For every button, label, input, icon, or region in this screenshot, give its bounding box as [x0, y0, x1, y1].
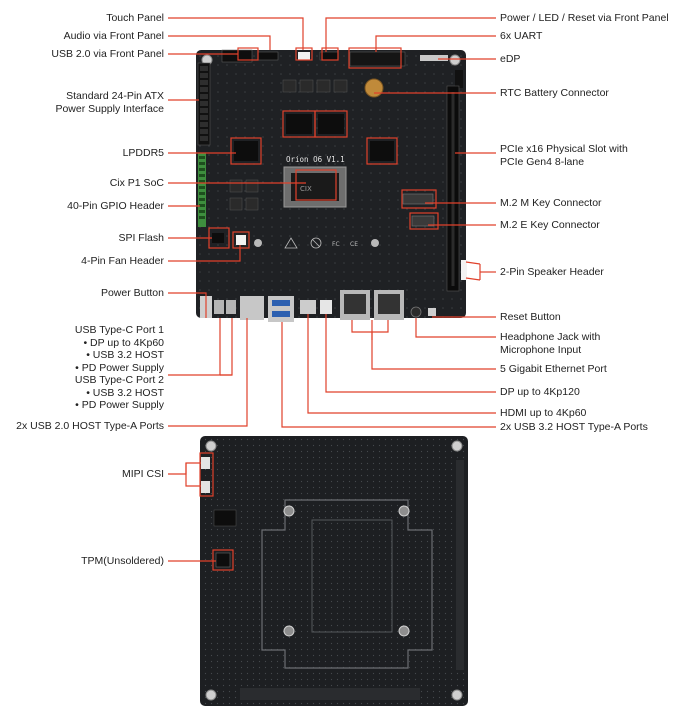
lpddr5-chip	[286, 114, 312, 134]
label-uart: 6x UART	[500, 30, 543, 42]
reset-button-icon	[428, 308, 436, 316]
mounting-hole-icon	[449, 54, 461, 66]
bottom-board	[200, 436, 468, 706]
mounting-hole-icon	[371, 239, 379, 247]
power-button-icon	[200, 296, 212, 318]
label-usb2-front-panel: USB 2.0 via Front Panel	[51, 48, 164, 60]
usbc-port	[214, 300, 224, 314]
board-silkscreen-title: Orion O6 V1.1	[286, 155, 345, 164]
label-mipi-csi: MIPI CSI	[121, 468, 164, 480]
dp-port	[320, 300, 332, 314]
label-usb2-host: 2x USB 2.0 HOST Type-A Ports	[16, 420, 164, 432]
headphone-jack-icon	[410, 306, 422, 318]
label-speaker-header: 2-Pin Speaker Header	[500, 266, 604, 278]
top-board: Orion O6 V1.1 CIX FC CE	[196, 49, 467, 322]
mounting-hole-icon	[205, 689, 217, 701]
label-usb32-host: 2x USB 3.2 HOST Type-A Ports	[500, 421, 648, 433]
fc-icon: FC	[332, 241, 340, 248]
usb2-port-stack	[240, 296, 264, 320]
label-gpio-header: 40-Pin GPIO Header	[67, 200, 164, 212]
rtc-battery-icon	[364, 78, 384, 98]
warning-icon	[284, 237, 298, 249]
edp-connector	[420, 55, 448, 61]
label-power-led-reset: Power / LED / Reset via Front Panel	[500, 12, 669, 24]
label-m2-e-key: M.2 E Key Connector	[500, 219, 600, 231]
label-hdmi: HDMI up to 4Kp60	[500, 407, 587, 419]
label-reset-button: Reset Button	[500, 311, 561, 323]
heatsink-screw-icon	[398, 625, 410, 637]
mounting-hole-icon	[451, 689, 463, 701]
label-cix-soc: Cix P1 SoC	[109, 177, 164, 189]
fan-header-connector	[236, 235, 246, 245]
label-touch-panel: Touch Panel	[106, 12, 164, 24]
spi-flash-chip	[212, 233, 224, 243]
mounting-hole-icon	[254, 239, 262, 247]
label-ethernet: 5 Gigabit Ethernet Port	[500, 363, 607, 375]
heatsink-screw-icon	[283, 625, 295, 637]
label-edp: eDP	[500, 53, 521, 65]
label-lpddr5: LPDDR5	[122, 147, 164, 159]
label-power-button: Power Button	[100, 287, 164, 299]
speaker-header-connector	[461, 260, 467, 280]
uart-headers	[349, 51, 406, 67]
mipi-csi-connector	[201, 481, 210, 493]
svg-text:CIX: CIX	[300, 185, 312, 193]
mounting-hole-icon	[205, 440, 217, 452]
label-audio-front-panel: Audio via Front Panel	[63, 30, 164, 42]
tpm-footprint	[215, 552, 231, 568]
heatsink-outline	[261, 499, 433, 669]
m2-e-key-slot	[411, 215, 435, 227]
gpio-header-pins	[198, 153, 206, 227]
rohs-icon	[310, 237, 322, 249]
heatsink-screw-icon	[283, 505, 295, 517]
usb32-port-stack	[268, 296, 294, 322]
label-headphone-jack: Headphone Jack with Microphone Input	[500, 331, 601, 356]
label-tpm: TPM(Unsoldered)	[81, 555, 164, 567]
front-audio-header	[221, 49, 253, 63]
heatsink-screw-icon	[398, 505, 410, 517]
mounting-hole-icon	[451, 440, 463, 452]
label-pcie-x16: PCIe x16 Physical Slot with PCIe Gen4 8-…	[500, 143, 628, 168]
label-atx-power: Standard 24-Pin ATX Power Supply Interfa…	[55, 90, 164, 115]
lpddr5-chip	[234, 141, 258, 161]
ce-icon: CE	[350, 241, 358, 248]
lpddr5-chip	[370, 141, 394, 161]
label-fan-header: 4-Pin Fan Header	[81, 255, 164, 267]
m2-m-key-slot	[402, 193, 434, 205]
label-usbc-port1: USB Type-C Port 1 • DP up to 4Kp60 • USB…	[74, 324, 164, 374]
mipi-csi-connector	[201, 457, 210, 469]
label-usbc-port2: USB Type-C Port 2 • USB 3.2 HOST • PD Po…	[74, 374, 164, 411]
lpddr5-chip	[318, 114, 344, 134]
label-m2-m-key: M.2 M Key Connector	[500, 197, 602, 209]
touch-panel-connector	[298, 52, 310, 60]
hdmi-port	[300, 300, 316, 314]
label-spi-flash: SPI Flash	[118, 232, 164, 244]
label-dp: DP up to 4Kp120	[500, 386, 580, 398]
usbc-port	[226, 300, 236, 314]
label-rtc-battery: RTC Battery Connector	[500, 87, 609, 99]
